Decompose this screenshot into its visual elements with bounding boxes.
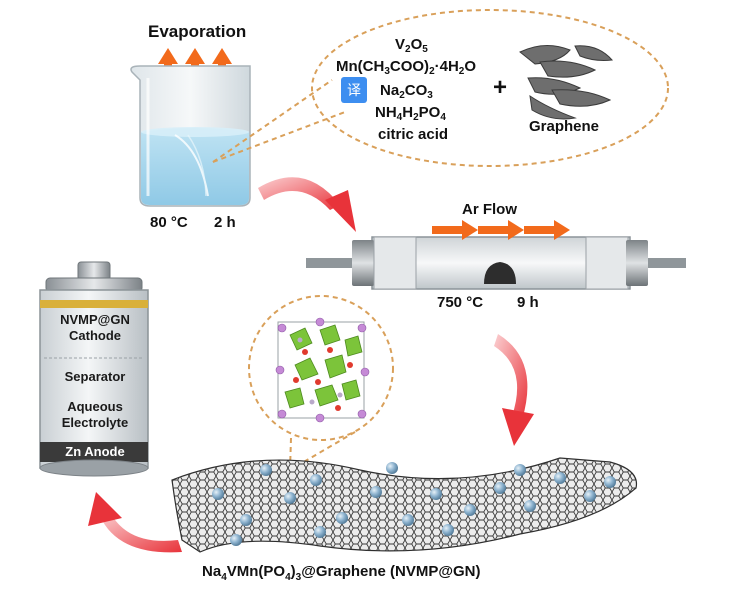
electrolyte-label-line2: Electrolyte xyxy=(61,415,129,430)
separator-label: Separator xyxy=(64,369,126,384)
cathode-label: NVMP@GN Cathode xyxy=(40,312,150,344)
tube-furnace xyxy=(306,236,686,290)
graphene-label: Graphene xyxy=(529,118,600,135)
plus-sign: + xyxy=(493,74,508,101)
reagent-manganese-acetate: Mn(CH3COO)2·4H2O xyxy=(336,58,477,77)
furnace-temp-label: 750 °C xyxy=(437,294,484,311)
cathode-label-line2: Cathode xyxy=(69,328,121,343)
flow-arrow-3 xyxy=(88,492,182,553)
electrolyte-label-line1: Aqueous xyxy=(67,399,123,414)
rod-right xyxy=(640,258,686,268)
anode-label: Zn Anode xyxy=(65,444,125,459)
translate-badge[interactable]: 译 xyxy=(341,77,367,103)
reagent-nh4h2po4: NH4H2PO4 xyxy=(375,104,446,123)
crystal-structure xyxy=(248,295,394,441)
electrolyte-label: Aqueous Electrolyte xyxy=(40,399,150,431)
reagent-na2co3: Na2CO3 xyxy=(380,82,433,101)
beaker-liquid xyxy=(141,128,249,205)
beaker xyxy=(130,65,251,207)
product-caption: Na4VMn(PO4)3@Graphene (NVMP@GN) xyxy=(202,563,481,583)
reagents-bubble xyxy=(311,9,669,167)
reagent-citric-acid: citric acid xyxy=(378,126,449,143)
bubble-pointer xyxy=(212,111,346,163)
nanoparticle-spheres xyxy=(212,462,616,546)
structure-pointer xyxy=(289,431,356,471)
bubble-pointer xyxy=(212,79,333,163)
beaker-temp-label: 80 °C xyxy=(150,214,188,231)
evaporation-label: Evaporation xyxy=(148,22,247,41)
graphene-sheet xyxy=(171,457,638,553)
flow-arrow-2 xyxy=(494,334,534,446)
cathode-label-line1: NVMP@GN xyxy=(60,312,130,327)
flow-arrow-1 xyxy=(258,177,356,232)
beaker-time-label: 2 h xyxy=(214,214,236,231)
rod-left xyxy=(306,258,362,268)
furnace-time-label: 9 h xyxy=(517,294,539,311)
sample-boat xyxy=(484,262,516,284)
battery-cell xyxy=(39,261,149,477)
graphene-flakes-icon xyxy=(519,45,614,120)
ar-flow-arrows xyxy=(432,220,570,240)
reagent-v2o5: V2O5 xyxy=(395,36,428,55)
anode-layer xyxy=(40,442,148,462)
translate-glyph: 译 xyxy=(347,83,361,99)
cathode-layer xyxy=(40,300,148,308)
ar-flow-label: Ar Flow xyxy=(462,201,517,218)
